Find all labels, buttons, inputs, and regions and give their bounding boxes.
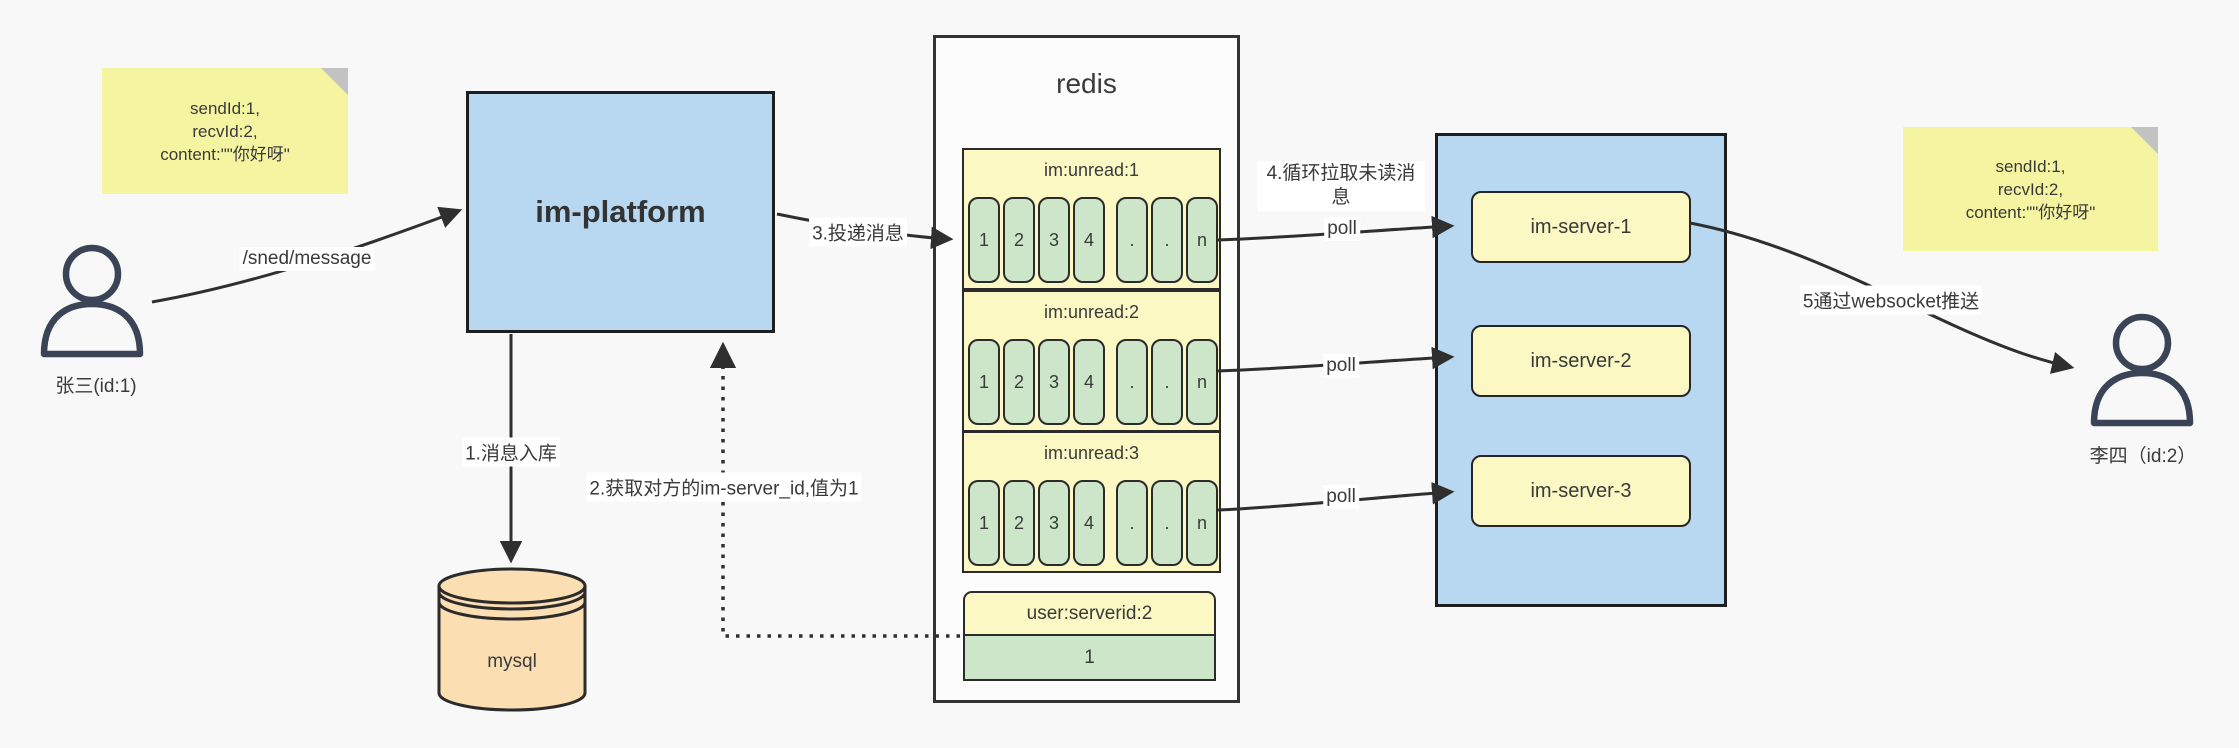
label-send-api: /sned/message [239, 247, 375, 271]
queue-cell: 2 [1003, 480, 1035, 566]
label-step1-persist: 1.消息入库 [462, 437, 560, 467]
note-line: sendId:1, [190, 98, 260, 118]
queue-cells: 1 2 3 4 . . n [968, 339, 1218, 425]
label-step4-pull-unread: 4.循环拉取未读消息 [1257, 161, 1425, 211]
queue-cell: . [1151, 339, 1183, 425]
im-platform-label: im-platform [535, 194, 706, 229]
queue-cell: 3 [1038, 480, 1070, 566]
queue-key-label: im:unread:1 [1043, 160, 1140, 180]
queue-cell: 1 [968, 197, 1000, 283]
note-fold-icon [321, 68, 348, 95]
kv-value: 1 [963, 636, 1216, 681]
note-sender-payload: sendId:1, recvId:2, content:""你好呀" [102, 68, 348, 194]
queue-cell: 3 [1038, 197, 1070, 283]
queue-cell: n [1186, 480, 1218, 566]
queue-cell: . [1151, 480, 1183, 566]
queue-cell: 1 [968, 480, 1000, 566]
im-platform-box: im-platform [466, 91, 775, 333]
note-line: content:""你好呀" [160, 144, 290, 164]
user-icon [2090, 313, 2194, 427]
queue-cell: 3 [1038, 339, 1070, 425]
label-step2-lookup: 2.获取对方的im-server_id,值为1 [586, 472, 862, 502]
queue-cell: 4 [1073, 339, 1105, 425]
label-step5-websocket-push: 5通过websocket推送 [1799, 285, 1983, 315]
im-server-label: im-server-3 [1530, 479, 1632, 502]
note-line: content:""你好呀" [1965, 202, 2096, 222]
queue-key-label: im:unread:2 [1043, 302, 1140, 322]
kv-key-label: user:serverid:2 [963, 591, 1216, 636]
queue-cell: n [1186, 197, 1218, 283]
redis-title: redis [1056, 68, 1117, 99]
queue-cells: 1 2 3 4 . . n [968, 480, 1218, 566]
im-server-3-box: im-server-3 [1471, 455, 1691, 527]
label-poll-2: poll [1323, 354, 1359, 378]
label-step3-deliver: 3.投递消息 [809, 217, 907, 247]
kv-user-serverid: user:serverid:2 1 [963, 591, 1216, 681]
queue-cell: 2 [1003, 339, 1035, 425]
queue-key-label: im:unread:3 [1043, 443, 1140, 463]
receiver-label: 李四（id:2） [2089, 446, 2197, 467]
queue-cells: 1 2 3 4 . . n [968, 197, 1218, 283]
note-line: recvId:2, [1997, 179, 2064, 199]
queue-cell: . [1116, 339, 1148, 425]
sender-label: 张三(id:1) [55, 376, 137, 397]
note-fold-icon [2131, 127, 2158, 154]
redis-container: redis im:unread:1 1 2 3 4 . . n im:unrea… [933, 35, 1240, 703]
user-icon [40, 244, 144, 358]
queue-cell: . [1151, 197, 1183, 283]
queue-im-unread-2: im:unread:2 1 2 3 4 . . n [962, 290, 1221, 432]
im-server-1-box: im-server-1 [1471, 191, 1691, 263]
note-receiver-payload: sendId:1, recvId:2, content:""你好呀" [1903, 127, 2158, 251]
im-server-2-box: im-server-2 [1471, 325, 1691, 397]
label-poll-3: poll [1323, 485, 1359, 509]
queue-cell: 1 [968, 339, 1000, 425]
queue-cell: . [1116, 480, 1148, 566]
database-icon [437, 567, 587, 712]
queue-cell: . [1116, 197, 1148, 283]
queue-im-unread-3: im:unread:3 1 2 3 4 . . n [962, 431, 1221, 573]
queue-cell: 2 [1003, 197, 1035, 283]
queue-cell: 4 [1073, 197, 1105, 283]
queue-cell: n [1186, 339, 1218, 425]
im-server-label: im-server-2 [1530, 349, 1632, 372]
queue-cell: 4 [1073, 480, 1105, 566]
label-poll-1: poll [1324, 217, 1360, 241]
note-line: sendId:1, [1995, 156, 2066, 176]
im-server-label: im-server-1 [1530, 215, 1632, 238]
mysql-label: mysql [487, 651, 537, 672]
queue-im-unread-1: im:unread:1 1 2 3 4 . . n [962, 148, 1221, 290]
im-server-group: im-server-1 im-server-2 im-server-3 [1435, 133, 1727, 607]
note-line: recvId:2, [192, 121, 258, 141]
